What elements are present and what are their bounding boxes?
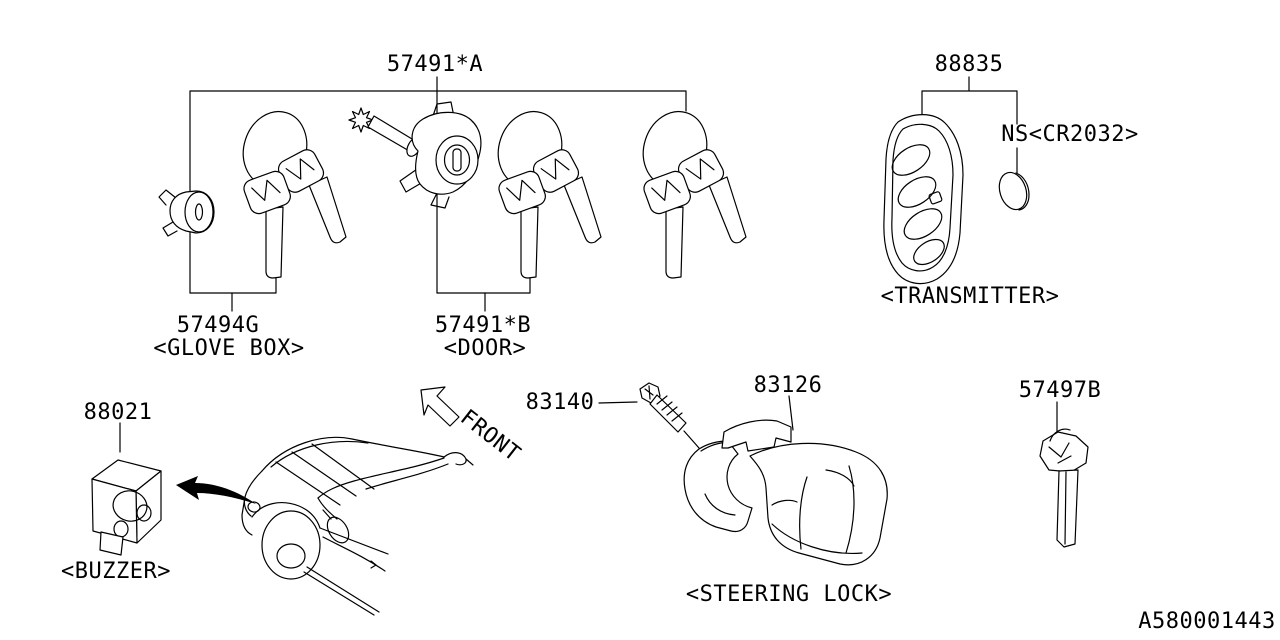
buzzer-location-arrow xyxy=(176,476,256,504)
front-arrow-icon xyxy=(420,386,460,427)
glove-box-lock-cylinder xyxy=(158,189,215,237)
transmitter-fob xyxy=(883,114,964,285)
diagram-id-code: A580001443 xyxy=(1138,609,1275,634)
glove-box-caption: <GLOVE BOX> xyxy=(153,336,304,361)
buzzer-part-number: 88021 xyxy=(84,400,153,425)
glove-box-key-set xyxy=(233,102,347,279)
bolt-part-number: 83140 xyxy=(526,390,595,415)
buzzer-unit xyxy=(91,459,162,556)
vehicle-sketch xyxy=(241,436,474,616)
buzzer-caption: <BUZZER> xyxy=(61,559,171,584)
door-part-number: 57491*B xyxy=(435,313,531,338)
emergency-key-blade xyxy=(1039,428,1089,548)
key-kit-part-number: 57491*A xyxy=(387,52,483,77)
steering-lock-caption: <STEERING LOCK> xyxy=(686,582,892,607)
door-key-set xyxy=(488,102,602,279)
coin-battery xyxy=(998,171,1030,211)
door-caption: <DOOR> xyxy=(444,336,526,361)
battery-note: NS<CR2032> xyxy=(1001,122,1138,147)
spare-key-set xyxy=(633,102,747,279)
glove-box-part-number: 57494G xyxy=(177,313,259,338)
ignition-lock-cylinder xyxy=(348,101,482,209)
transmitter-caption: <TRANSMITTER> xyxy=(881,284,1060,309)
steering-lock-part-number: 83126 xyxy=(754,373,823,398)
emergency-key-part-number: 57497B xyxy=(1019,378,1101,403)
transmitter-part-number: 88835 xyxy=(935,52,1004,77)
steering-lock-bolt xyxy=(639,382,687,433)
steering-lock-assembly xyxy=(683,419,888,566)
